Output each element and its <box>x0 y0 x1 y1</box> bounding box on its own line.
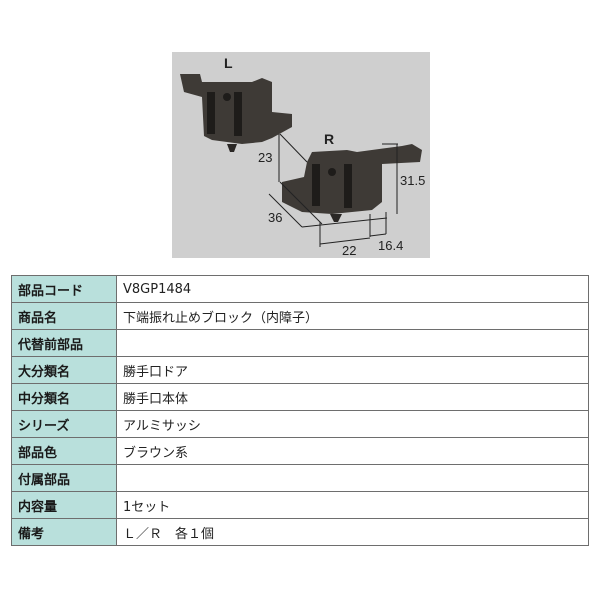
product-photo: L R 23 31.5 36 22 16.4 <box>172 52 430 258</box>
table-row-replaced-part: 代替前部品 <box>11 329 589 357</box>
spec-table: 部品コード V8GP1484 商品名 下端振れ止めブロック（内障子） 代替前部品… <box>11 275 589 546</box>
dim-16-4: 16.4 <box>378 238 403 253</box>
row-value: Ｌ／Ｒ 各１個 <box>116 518 589 546</box>
part-l-shape <box>180 74 292 152</box>
row-value <box>116 464 589 492</box>
table-row-product-name: 商品名 下端振れ止めブロック（内障子） <box>11 302 589 330</box>
dim-31-5: 31.5 <box>400 173 425 188</box>
row-label: 商品名 <box>11 302 117 330</box>
table-row-series: シリーズ アルミサッシ <box>11 410 589 438</box>
row-label: 内容量 <box>11 491 117 519</box>
row-label: 付属部品 <box>11 464 117 492</box>
row-value <box>116 329 589 357</box>
row-value: V8GP1484 <box>116 275 589 303</box>
table-row-remarks: 備考 Ｌ／Ｒ 各１個 <box>11 518 589 546</box>
row-label: 代替前部品 <box>11 329 117 357</box>
row-label: 中分類名 <box>11 383 117 411</box>
table-row-part-color: 部品色 ブラウン系 <box>11 437 589 465</box>
table-row-middle-category: 中分類名 勝手口本体 <box>11 383 589 411</box>
dim-36: 36 <box>268 210 282 225</box>
product-diagram: L R 23 31.5 36 22 16.4 <box>180 55 425 258</box>
row-value: 勝手口本体 <box>116 383 589 411</box>
row-label: 部品コード <box>11 275 117 303</box>
row-label: 備考 <box>11 518 117 546</box>
row-label: シリーズ <box>11 410 117 438</box>
table-row-accessories: 付属部品 <box>11 464 589 492</box>
table-row-part-code: 部品コード V8GP1484 <box>11 275 589 303</box>
label-r: R <box>324 131 334 147</box>
row-value: アルミサッシ <box>116 410 589 438</box>
row-label: 部品色 <box>11 437 117 465</box>
table-row-quantity: 内容量 1セット <box>11 491 589 519</box>
label-l: L <box>224 55 233 71</box>
dimension-lines <box>268 133 398 247</box>
dim-23: 23 <box>258 150 272 165</box>
table-row-major-category: 大分類名 勝手口ドア <box>11 356 589 384</box>
row-value: 下端振れ止めブロック（内障子） <box>116 302 589 330</box>
dim-22: 22 <box>342 243 356 258</box>
row-value: 勝手口ドア <box>116 356 589 384</box>
row-value: ブラウン系 <box>116 437 589 465</box>
part-r-shape <box>282 144 422 222</box>
row-value: 1セット <box>116 491 589 519</box>
row-label: 大分類名 <box>11 356 117 384</box>
